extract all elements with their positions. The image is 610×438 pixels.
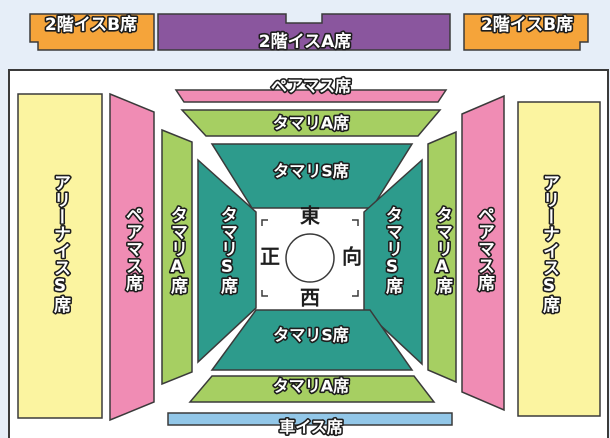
pair-mass-right-block[interactable] bbox=[461, 94, 505, 412]
tamari-a-top-label: タマリA席 bbox=[273, 114, 349, 133]
tamari-a-bottom-block[interactable] bbox=[188, 375, 436, 403]
tier2-b-left-label: 2階イスB席 bbox=[45, 14, 137, 35]
tamari-s-left-label: タマリS席 bbox=[217, 206, 238, 295]
pair-mass-left-block[interactable] bbox=[109, 92, 155, 422]
dohyo bbox=[261, 219, 359, 297]
tamari-s-bottom-label: タマリS席 bbox=[273, 326, 349, 345]
tier2-b-right-block[interactable] bbox=[463, 13, 589, 51]
tier2-b-right-label: 2階イスB席 bbox=[481, 14, 573, 35]
tamari-a-right-label: タマリA席 bbox=[432, 206, 453, 295]
tamari-s-top-label: タマリS席 bbox=[273, 162, 349, 181]
pair-mass-top-label: ペアマス席 bbox=[271, 77, 351, 96]
wheelchair-label: 車イス席 bbox=[279, 418, 343, 437]
arena-s-left-block[interactable] bbox=[17, 93, 103, 419]
dohyo-ring-icon bbox=[285, 233, 335, 283]
tamari-a-left-label: タマリA席 bbox=[167, 206, 188, 295]
tamari-a-left-block[interactable] bbox=[161, 128, 193, 386]
tamari-a-right-block[interactable] bbox=[427, 130, 457, 384]
tamari-s-bottom-block[interactable] bbox=[210, 309, 414, 371]
tier2-b-left-block[interactable] bbox=[29, 13, 155, 51]
direction-east: 東 bbox=[300, 204, 320, 228]
direction-shomen: 正 bbox=[260, 245, 280, 269]
tamari-s-left-block[interactable] bbox=[197, 158, 257, 364]
arena-s-right-block[interactable] bbox=[517, 101, 601, 417]
arena-s-left-label: アリーナイスS席 bbox=[50, 174, 71, 314]
corner-mark-tr bbox=[352, 219, 359, 226]
tier2-a-label: 2階イスA席 bbox=[259, 31, 351, 52]
tier2-a-block[interactable] bbox=[157, 13, 451, 51]
direction-west: 西 bbox=[300, 286, 320, 310]
corner-mark-tl bbox=[261, 219, 268, 226]
corner-mark-br bbox=[352, 290, 359, 297]
pair-mass-left-label: ペアマス席 bbox=[122, 206, 143, 292]
pair-mass-top-block[interactable] bbox=[174, 89, 448, 103]
tamari-s-right-block[interactable] bbox=[363, 158, 423, 366]
upper-tier bbox=[29, 13, 589, 51]
wheelchair-block[interactable] bbox=[167, 412, 453, 426]
direction-mukou: 向 bbox=[342, 245, 362, 269]
arena-s-right-label: アリーナイスS席 bbox=[539, 174, 560, 314]
pair-mass-right-label: ペアマス席 bbox=[474, 206, 495, 292]
tamari-s-right-label: タマリS席 bbox=[382, 206, 403, 295]
tamari-a-bottom-label: タマリA席 bbox=[273, 377, 349, 396]
tamari-a-top-block[interactable] bbox=[180, 109, 442, 137]
corner-mark-bl bbox=[261, 290, 268, 297]
